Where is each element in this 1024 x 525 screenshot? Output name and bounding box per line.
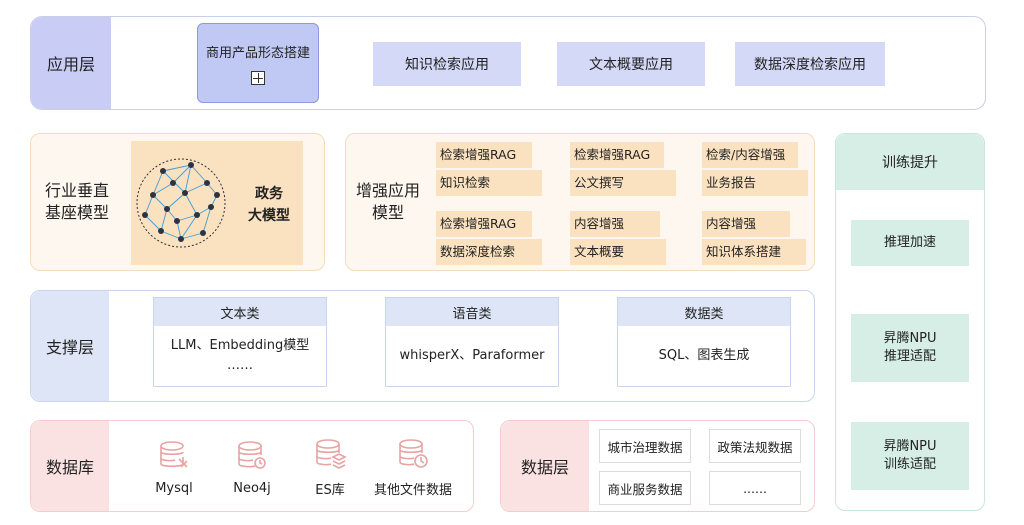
tag-document-writing: 公文撰写 (570, 170, 676, 196)
tag-content-enhance-1: 内容增强 (570, 211, 660, 237)
support-layer: 支撑层 文本类 LLM、Embedding模型 …… 语音类 whisperX、… (30, 290, 815, 402)
network-graph-icon (136, 158, 226, 248)
text-category-body: LLM、Embedding模型 …… (154, 326, 326, 386)
other-files-item: 其他文件数据 (363, 429, 463, 505)
text-summary-app-button[interactable]: 文本概要应用 (557, 42, 705, 86)
data-layer: 数据层 城市治理数据 政策法规数据 商业服务数据 ...... (500, 420, 815, 512)
speech-category-line1: whisperX、Paraformer (399, 348, 545, 363)
tag-business-report: 业务报告 (702, 170, 808, 196)
industry-vertical-label-line1: 行业垂直 (44, 181, 109, 200)
speech-category-card: 语音类 whisperX、Paraformer (385, 297, 559, 387)
neo4j-item: Neo4j (207, 429, 297, 505)
database-layer-label: 数据库 (31, 421, 109, 511)
government-model-name: 政务 大模型 (239, 181, 299, 229)
speech-category-body: whisperX、Paraformer (386, 326, 558, 386)
data-category-title: 数据类 (618, 298, 790, 326)
text-category-line2: …… (227, 358, 253, 373)
tag-knowledge-system-build: 知识体系搭建 (702, 239, 806, 265)
mysql-item: Mysql (129, 429, 219, 505)
industry-vertical-model-box: 行业垂直 基座模型 (30, 133, 325, 271)
data-layer-label: 数据层 (501, 421, 589, 511)
commercial-product-build-button[interactable]: 商用产品形态搭建 (197, 23, 319, 103)
deep-data-retrieval-app-button[interactable]: 数据深度检索应用 (735, 42, 885, 86)
mysql-database-icon (160, 440, 188, 468)
policy-regulation-data-cell: 政策法规数据 (709, 429, 801, 463)
training-improvement-header: 训练提升 (836, 134, 984, 190)
text-category-title: 文本类 (154, 298, 326, 326)
tag-deep-data-retrieval: 数据深度检索 (436, 239, 542, 265)
application-layer: 应用层 商用产品形态搭建 知识检索应用 文本概要应用 数据深度检索应用 (30, 16, 986, 110)
text-category-card: 文本类 LLM、Embedding模型 …… (153, 297, 327, 387)
ascend-npu-training-line1: 昇腾NPU (883, 439, 937, 454)
database-layer: 数据库 Mysql Neo4j (30, 420, 474, 512)
es-item: ES库 (285, 429, 375, 505)
ascend-npu-training-line2: 训练适配 (883, 457, 936, 472)
inference-acceleration-item: 推理加速 (851, 220, 969, 266)
es-label: ES库 (315, 482, 345, 498)
tag-rag-2: 检索增强RAG (570, 142, 664, 168)
data-category-card: 数据类 SQL、图表生成 (617, 297, 791, 387)
other-files-database-icon (399, 438, 428, 468)
plus-icon (251, 70, 265, 85)
speech-category-title: 语音类 (386, 298, 558, 326)
government-model-name-line1: 政务 (255, 186, 283, 202)
knowledge-retrieval-app-button[interactable]: 知识检索应用 (373, 42, 521, 86)
city-governance-data-cell: 城市治理数据 (599, 429, 691, 463)
ascend-npu-training-item: 昇腾NPU 训练适配 (851, 422, 969, 490)
application-layer-label: 应用层 (31, 17, 111, 109)
ascend-npu-inference-line1: 昇腾NPU (883, 331, 937, 346)
training-column: 训练提升 推理加速 昇腾NPU 推理适配 昇腾NPU 训练适配 (835, 133, 985, 511)
mysql-label: Mysql (155, 480, 193, 496)
tag-knowledge-retrieval: 知识检索 (436, 170, 542, 196)
enhanced-label-line2: 模型 (371, 203, 404, 222)
inference-acceleration-label: 推理加速 (883, 235, 936, 250)
neo4j-label: Neo4j (233, 480, 271, 496)
commercial-product-build-label: 商用产品形态搭建 (205, 45, 310, 61)
industry-vertical-label-line2: 基座模型 (44, 203, 109, 222)
government-model-name-line2: 大模型 (248, 208, 290, 224)
enhanced-application-model-label: 增强应用 模型 (346, 134, 430, 270)
tag-rag-3: 检索增强RAG (436, 211, 532, 237)
tag-rag-1: 检索增强RAG (436, 142, 532, 168)
enhanced-label-line1: 增强应用 (355, 181, 420, 200)
ascend-npu-inference-item: 昇腾NPU 推理适配 (851, 314, 969, 382)
data-category-body: SQL、图表生成 (618, 326, 790, 386)
data-category-line1: SQL、图表生成 (658, 348, 750, 363)
tag-content-enhance-2: 内容增强 (702, 211, 790, 237)
ellipsis-data-cell: ...... (709, 471, 801, 505)
support-layer-label: 支撑层 (31, 291, 109, 401)
text-category-line1: LLM、Embedding模型 (170, 338, 310, 353)
tag-text-summary: 文本概要 (570, 239, 666, 265)
neo4j-database-icon (238, 440, 266, 469)
es-database-icon (316, 438, 347, 469)
business-service-data-cell: 商业服务数据 (599, 471, 691, 505)
ascend-npu-inference-line2: 推理适配 (883, 349, 936, 364)
government-model-panel: 政务 大模型 (131, 141, 303, 265)
tag-retrieval-content-enhance: 检索/内容增强 (702, 142, 798, 168)
other-files-label: 其他文件数据 (373, 482, 452, 498)
industry-vertical-model-label: 行业垂直 基座模型 (31, 134, 123, 270)
enhanced-application-model-box: 增强应用 模型 检索增强RAG 知识检索 检索增强RAG 公文撰写 检索/内容增… (345, 133, 815, 271)
